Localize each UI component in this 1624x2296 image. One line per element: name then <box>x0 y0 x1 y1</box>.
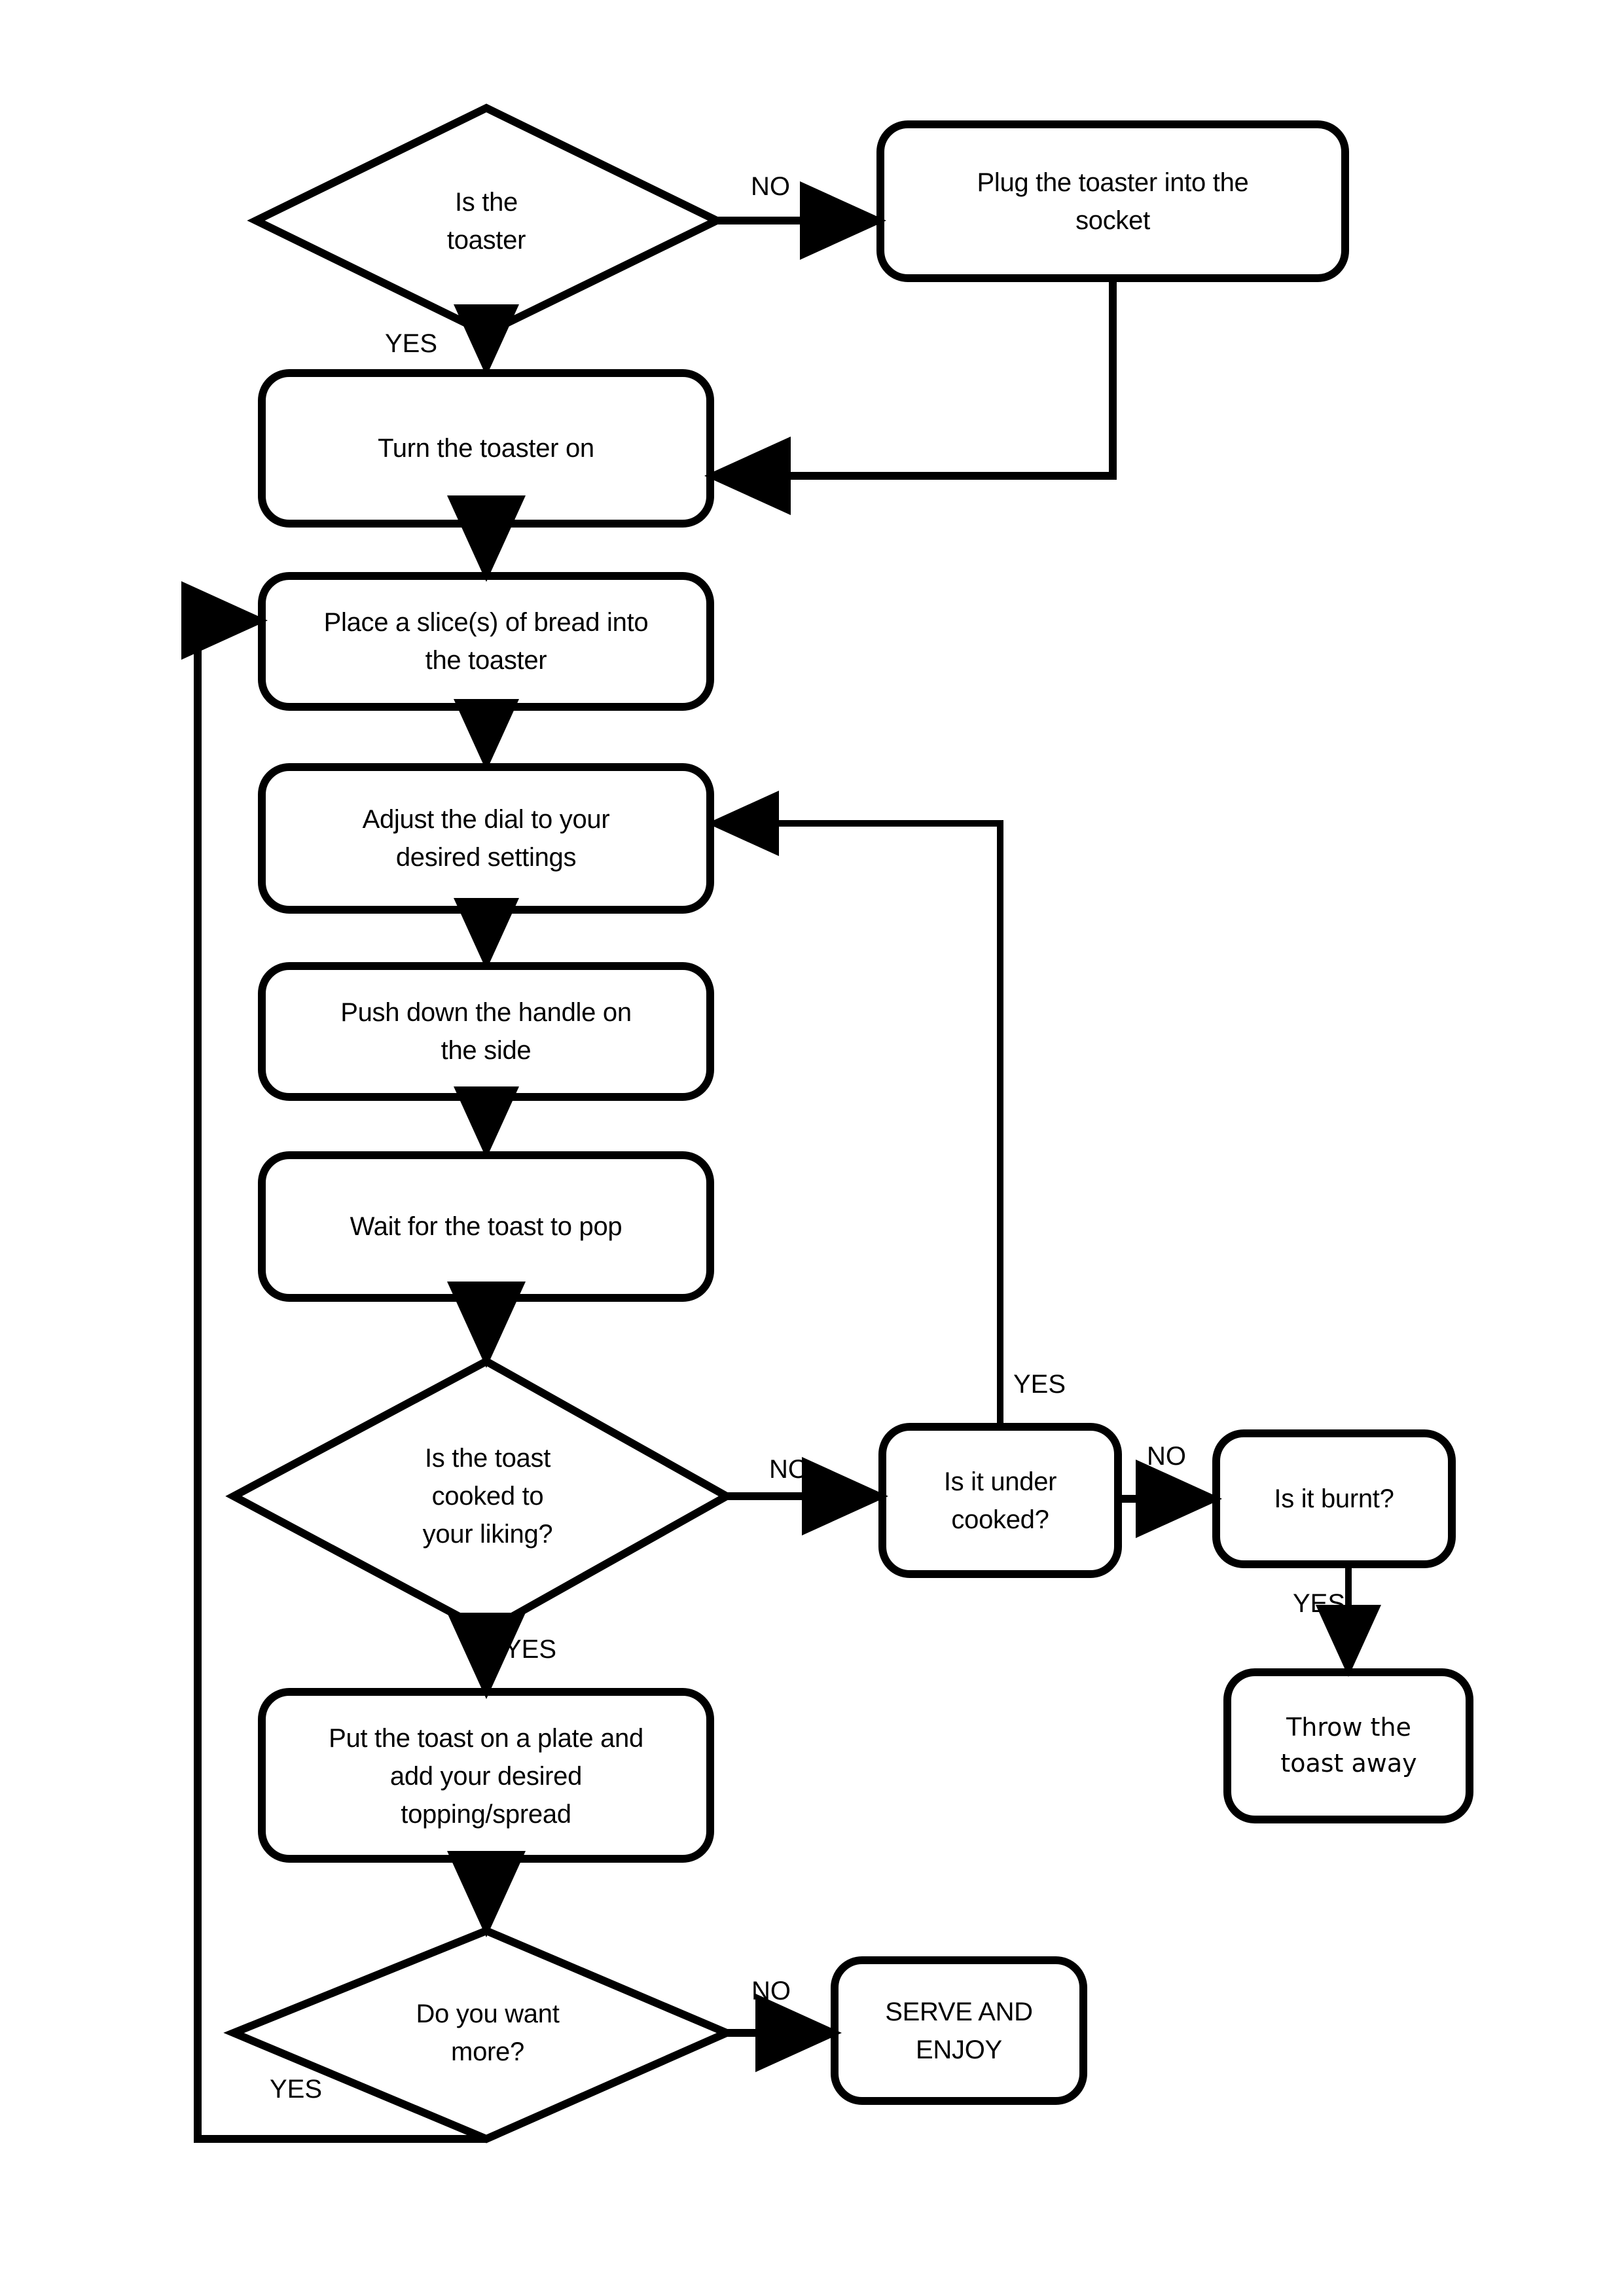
edge-label-yes-1: YES <box>385 329 438 358</box>
edge-undercooked-yes-to-adjust <box>707 791 1003 1427</box>
edge-label-no-2: NO <box>769 1455 808 1484</box>
edge-label-yes-5: YES <box>270 2075 323 2104</box>
process-adjust-dial <box>258 763 714 914</box>
process-turn-on <box>258 369 714 528</box>
edge-label-no-4: NO <box>751 1977 791 2005</box>
edge-label-no-3: NO <box>1147 1442 1186 1471</box>
process-under-cooked <box>878 1423 1122 1578</box>
edge-want-more-yes-to-place-bread <box>181 581 486 2143</box>
process-serve-enjoy <box>831 1956 1087 2105</box>
process-plug-toaster <box>876 120 1349 282</box>
edge-plug-to-turn-on <box>704 278 1117 515</box>
process-push-handle <box>258 962 714 1101</box>
process-throw-away <box>1223 1668 1473 1823</box>
edge-label-no-1: NO <box>751 172 790 201</box>
process-put-plate <box>258 1688 714 1863</box>
process-wait-pop <box>258 1151 714 1302</box>
decision-want-more <box>223 1926 737 2144</box>
edge-label-yes-2: YES <box>1013 1370 1066 1399</box>
process-is-burnt <box>1212 1429 1456 1568</box>
decision-toast-cooked <box>225 1357 735 1636</box>
edge-label-yes-4: YES <box>504 1635 557 1664</box>
edge-label-yes-3: YES <box>1293 1589 1346 1618</box>
process-place-bread <box>258 572 714 711</box>
decision-is-toaster <box>247 103 726 338</box>
